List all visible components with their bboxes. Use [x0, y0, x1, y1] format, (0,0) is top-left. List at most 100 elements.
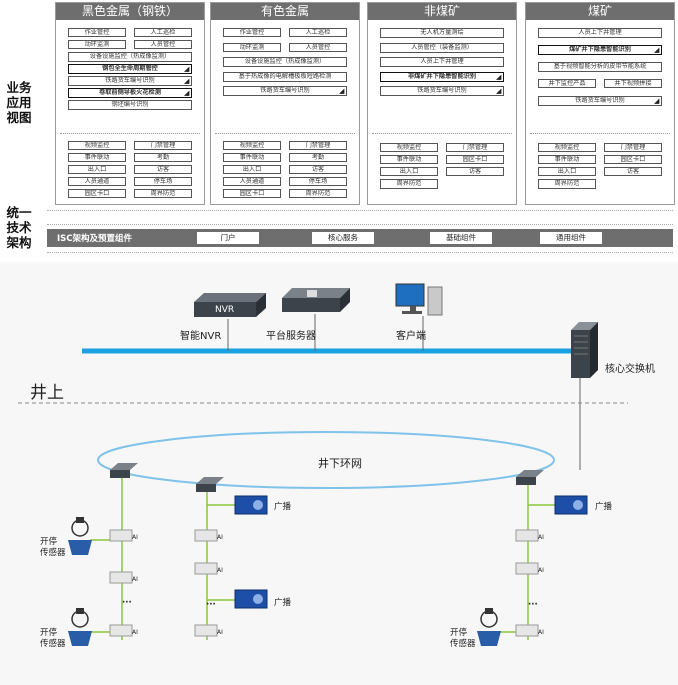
tech-architecture-label: 统一 技术 架构: [6, 205, 32, 250]
ring-switch-icon: [196, 477, 224, 492]
broadcast-speaker-icon: [554, 495, 588, 515]
ai-camera-icon: AI: [194, 529, 223, 542]
function-item: 人工巡检: [289, 28, 347, 37]
tech-item-base-components: 基础组件: [430, 232, 492, 244]
tech-item-core-service: 核心服务: [312, 232, 374, 244]
broadcast-speaker-icon: [234, 589, 268, 609]
corner-mark-icon: ◢: [654, 46, 660, 54]
column-divider: [215, 133, 355, 134]
function-item: 人员通道: [68, 177, 126, 186]
isc-architecture-bar: ISC架构及预置组件 门户 核心服务 基础组件 通用组件: [47, 229, 673, 247]
function-item: 井下视频拼接: [604, 79, 662, 88]
ai-camera-icon: AI: [109, 571, 138, 584]
sensor-label: 开停 传感器: [450, 628, 476, 649]
tech-item-common-components: 通用组件: [540, 232, 602, 244]
function-item: 钢包全生命周期管控: [68, 64, 192, 74]
switch-sensor-icon: [68, 608, 92, 646]
function-item: 人员管控（装备监测）: [380, 42, 504, 53]
corner-mark-icon: ◢: [496, 87, 502, 95]
function-item: 视频监控: [380, 143, 438, 152]
column-title: 煤矿: [526, 3, 674, 20]
function-item: 钢坯编号识别: [68, 100, 192, 110]
function-item: 视频监控: [68, 141, 126, 150]
sensor-label: 开停 传感器: [40, 628, 66, 649]
nvr-label: 智能NVR: [180, 331, 222, 342]
function-item: 无人机方量测绘: [380, 28, 504, 38]
function-item: 人员上下井管理: [538, 28, 662, 38]
sensor-label: 开停 传感器: [40, 537, 66, 558]
function-item: 人员管控: [289, 42, 347, 52]
broadcast-label: 广播: [274, 598, 292, 608]
column-title: 非煤矿: [368, 3, 516, 20]
ai-camera-tag: AI: [217, 534, 223, 541]
column-divider: [60, 133, 200, 134]
ellipsis-dots: ···: [206, 600, 216, 610]
ai-camera-tag: AI: [217, 629, 223, 636]
function-item: 园区卡口: [604, 155, 662, 164]
function-item: 停车场: [134, 177, 192, 186]
switch-sensor-icon: [477, 608, 501, 646]
function-item: 园区卡口: [446, 155, 504, 164]
ai-camera-icon: AI: [194, 562, 223, 575]
server-label: 平台服务器: [266, 331, 316, 342]
switch-sensor-icon: [68, 517, 92, 555]
function-item: 访客: [289, 165, 347, 174]
corner-mark-icon: ◢: [496, 72, 502, 81]
function-item: 作业管控: [68, 28, 126, 37]
above-ground-label: 井上: [30, 383, 64, 403]
function-item: 周界防范: [538, 179, 596, 189]
ai-camera-tag: AI: [538, 534, 544, 541]
ai-camera-icon: AI: [515, 529, 544, 542]
function-item: 事件联动: [380, 155, 438, 164]
isc-title: ISC架构及预置组件: [57, 234, 133, 244]
function-item: 出入口: [380, 167, 438, 176]
function-item: 出入口: [223, 165, 281, 174]
ring-switch-icon: [516, 470, 544, 485]
broadcast-speaker-icon: [234, 495, 268, 515]
ai-camera-icon: AI: [515, 624, 544, 637]
function-item: 出入口: [538, 167, 596, 176]
function-item: 人员通道: [223, 177, 281, 186]
separator-line: [47, 210, 673, 211]
domain-column: 黑色金属（钢铁）作业管控人工巡检动环监测人员管控设备设施监控（热成像监测）钢包全…: [55, 2, 205, 205]
ai-camera-tag: AI: [538, 567, 544, 574]
ellipsis-dots: ···: [122, 598, 132, 608]
function-item: 铁路货车编号识别: [380, 86, 504, 96]
function-item: 非煤矿井下隐患智能识别: [380, 71, 504, 82]
ai-camera-tag: AI: [132, 534, 138, 541]
tech-item-portal: 门户: [197, 232, 259, 244]
function-item: 动环监测: [223, 42, 281, 52]
column-divider: [372, 133, 512, 134]
function-item: 周界防范: [380, 179, 438, 189]
function-item: 人员管控: [134, 40, 192, 49]
broadcast-label: 广播: [595, 502, 613, 512]
function-item: 视频监控: [223, 141, 281, 150]
nvr-icon: NVR: [194, 293, 266, 317]
corner-mark-icon: ◢: [339, 87, 345, 95]
column-title: 黑色金属（钢铁）: [56, 3, 204, 20]
ai-camera-tag: AI: [132, 629, 138, 636]
domain-column: 煤矿人员上下井管理煤矿井下隐患智能识别◢基于视频智能分析的皮带节能系统井下监控产…: [525, 2, 675, 205]
function-item: 视频监控: [538, 143, 596, 152]
ai-camera-tag: AI: [217, 567, 223, 574]
function-item: 园区卡口: [223, 189, 281, 198]
function-item: 设备设施监控（热成像监测）: [68, 52, 192, 62]
core-switch-icon: [571, 322, 598, 378]
underground-ring: [97, 431, 555, 489]
ai-camera-icon: AI: [194, 624, 223, 637]
corner-mark-icon: ◢: [184, 65, 190, 73]
corner-mark-icon: ◢: [184, 89, 190, 97]
function-item: 访客: [446, 167, 504, 176]
function-item: 事件联动: [68, 153, 126, 162]
network-diagram: NVR: [18, 283, 628, 646]
corner-mark-icon: ◢: [654, 97, 660, 105]
function-item: 铁路货车编号识别: [538, 96, 662, 106]
function-item: 卷取前侧导板火花检测: [68, 88, 192, 98]
ai-camera-tag: AI: [132, 576, 138, 583]
function-item: 门禁管理: [289, 141, 347, 150]
function-item: 作业管控: [223, 28, 281, 37]
function-item: 门禁管理: [446, 143, 504, 152]
nvr-badge: NVR: [215, 305, 234, 315]
function-item: 设备设施监控（热成像监测）: [223, 57, 347, 67]
function-item: 铁路货车编号识别: [68, 76, 192, 86]
